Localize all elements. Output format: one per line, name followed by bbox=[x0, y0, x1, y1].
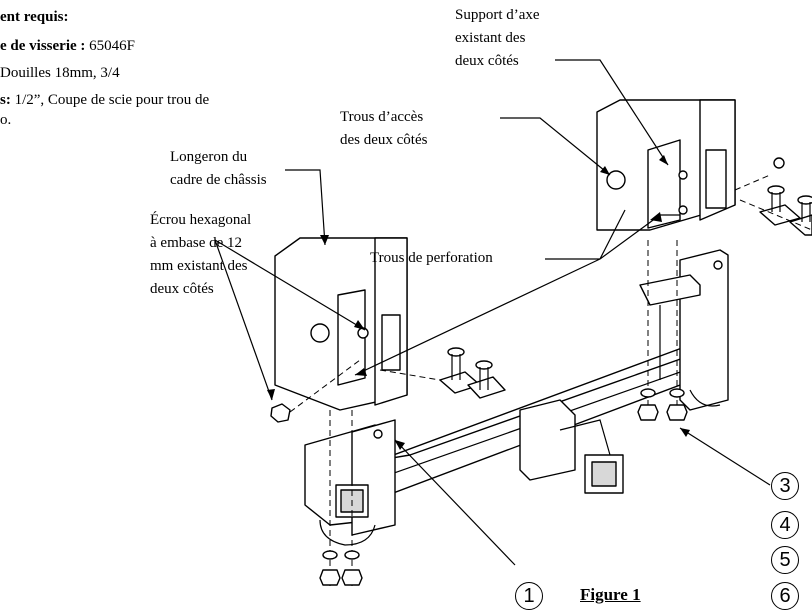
left-carriage-bolts bbox=[379, 347, 506, 399]
callout-6: 6 bbox=[771, 582, 799, 610]
left-bracket bbox=[304, 419, 396, 536]
header-line-2-label: e de visserie : bbox=[0, 38, 90, 54]
header-line-4-label: s: bbox=[0, 92, 11, 108]
header-line-1: ent requis: bbox=[0, 9, 69, 25]
label-ecrou-2: à embase de 12 bbox=[150, 235, 243, 251]
label-support-axe-2: existant des bbox=[455, 30, 526, 46]
label-support-axe-3: deux côtés bbox=[455, 53, 519, 69]
header-line-4: s: 1/2”, Coupe de scie pour trou de bbox=[0, 91, 209, 110]
label-longeron-2: cadre de châssis bbox=[170, 172, 267, 188]
label-ecrou-1: Écrou hexagonal bbox=[150, 212, 252, 228]
label-support-axe-1: Support d’axe bbox=[455, 7, 540, 23]
callout-3: 3 bbox=[771, 472, 799, 500]
label-trous-acces-2: des deux côtés bbox=[340, 132, 428, 148]
leader-lines bbox=[214, 59, 771, 566]
left-chain-loop bbox=[319, 519, 376, 546]
callout-1: 1 bbox=[515, 582, 543, 610]
header-line-4-value: 1/2”, Coupe de scie pour trou de bbox=[10, 92, 210, 108]
callout-4: 4 bbox=[771, 511, 799, 539]
right-frame-rail bbox=[596, 99, 736, 231]
left-frame-rail bbox=[274, 237, 408, 411]
label-ecrou-3: mm existant des bbox=[150, 258, 248, 274]
header-line-5: o. bbox=[0, 112, 12, 128]
left-hardware bbox=[319, 550, 363, 586]
left-flange-nut bbox=[270, 359, 361, 423]
right-hardware bbox=[637, 388, 688, 421]
right-bracket bbox=[639, 249, 729, 411]
header-line-2-value: 65046F bbox=[89, 38, 135, 54]
receiver-tube bbox=[519, 399, 624, 494]
header-line-2: e de visserie : 65046F bbox=[0, 37, 135, 56]
label-longeron-1: Longeron du bbox=[170, 149, 248, 165]
header-line-3: Douilles 18mm, 3/4 bbox=[0, 65, 120, 81]
right-chain-loop bbox=[689, 389, 721, 407]
right-carriage-bolts bbox=[734, 157, 812, 236]
callout-5: 5 bbox=[771, 546, 799, 574]
label-trous-acces-1: Trous d’accès bbox=[340, 109, 424, 125]
figure-caption: Figure 1 bbox=[580, 585, 641, 604]
label-trous-perforation: Trous de perforation bbox=[370, 250, 493, 266]
label-ecrou-4: deux côtés bbox=[150, 281, 214, 297]
